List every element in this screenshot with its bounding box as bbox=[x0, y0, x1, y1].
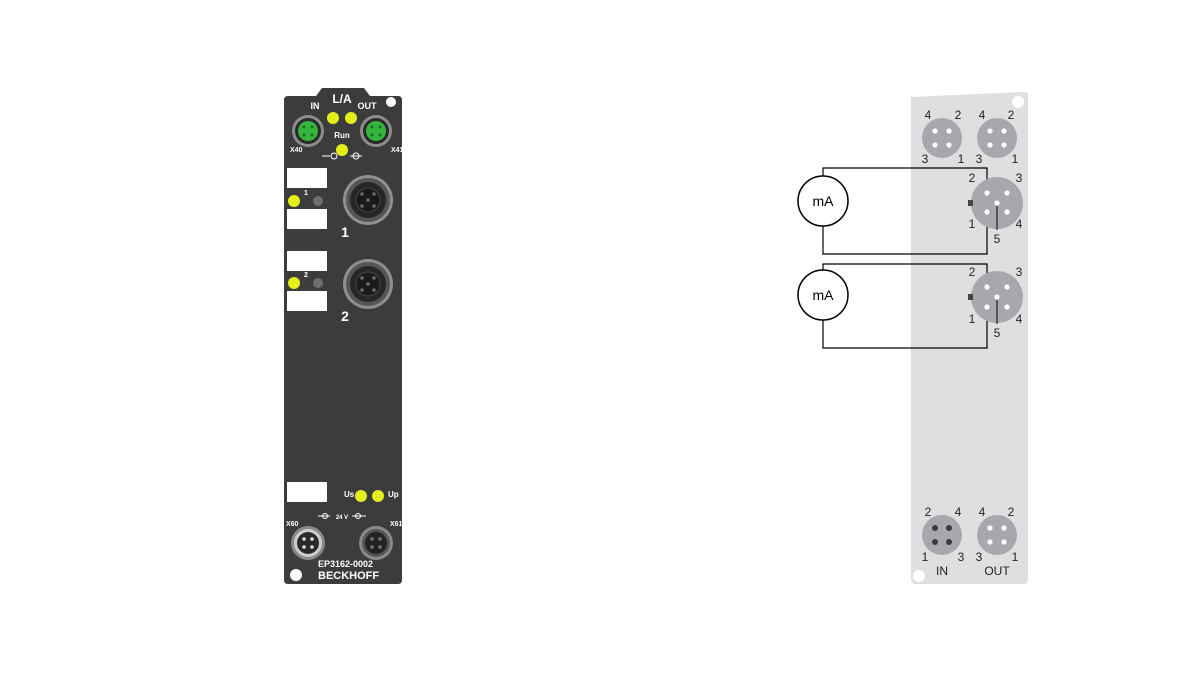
power-direction-arrows bbox=[318, 513, 366, 519]
svg-text:1: 1 bbox=[922, 550, 929, 564]
wiring-schematic: 4 2 3 1 4 2 3 1 mA bbox=[797, 92, 1028, 584]
ch2-number: 2 bbox=[341, 308, 349, 324]
ethercat-in-connector bbox=[292, 115, 324, 147]
ch2-led-off bbox=[313, 278, 323, 288]
ch1-led-off bbox=[313, 196, 323, 206]
x60-label: X60 bbox=[286, 521, 299, 528]
channel-1-wiring: mA 2 3 1 4 5 bbox=[797, 167, 1023, 255]
svg-text:4: 4 bbox=[1016, 217, 1023, 231]
svg-text:2: 2 bbox=[969, 265, 976, 279]
ch2-ammeter bbox=[797, 269, 849, 321]
device-module: L/A IN OUT Run X40 X41 bbox=[284, 88, 404, 584]
svg-text:4: 4 bbox=[1016, 312, 1023, 326]
us-led bbox=[355, 490, 367, 502]
power-out-label: OUT bbox=[984, 564, 1010, 578]
svg-text:3: 3 bbox=[922, 152, 929, 166]
svg-text:2: 2 bbox=[969, 171, 976, 185]
run-led bbox=[336, 144, 348, 156]
ethercat-out-pinout: 4 2 3 1 bbox=[976, 108, 1019, 166]
power-in-pinout: 2 4 1 3 IN bbox=[922, 505, 965, 578]
svg-text:3: 3 bbox=[976, 152, 983, 166]
svg-text:1: 1 bbox=[969, 312, 976, 326]
x40-label: X40 bbox=[290, 147, 303, 154]
la-led-out bbox=[345, 112, 357, 124]
x61-label: X61 bbox=[390, 521, 403, 528]
in-label: IN bbox=[311, 101, 320, 111]
model-label: EP3162-0002 bbox=[318, 559, 373, 569]
label-plate-2a bbox=[287, 251, 327, 271]
svg-text:2: 2 bbox=[1008, 108, 1015, 122]
la-label: L/A bbox=[332, 92, 352, 106]
bus-direction-arrows bbox=[322, 152, 362, 160]
svg-text:3: 3 bbox=[1016, 265, 1023, 279]
svg-text:2: 2 bbox=[925, 505, 932, 519]
ch1-ammeter bbox=[797, 175, 849, 227]
svg-text:4: 4 bbox=[979, 505, 986, 519]
up-led bbox=[372, 490, 384, 502]
panel-hole-bottom bbox=[913, 570, 925, 582]
power-out-connector bbox=[359, 526, 393, 560]
ch1-m12-connector bbox=[343, 175, 393, 225]
module-housing bbox=[284, 88, 402, 584]
power-out-pinout: 4 2 3 1 OUT bbox=[976, 505, 1019, 578]
svg-text:2: 2 bbox=[1008, 505, 1015, 519]
svg-text:1: 1 bbox=[1012, 550, 1019, 564]
power-in-connector bbox=[291, 526, 325, 560]
ch2-ammeter-label: mA bbox=[813, 287, 835, 303]
mounting-hole-top bbox=[386, 97, 396, 107]
us-label: Us bbox=[344, 490, 355, 499]
voltage-label: 24 V bbox=[336, 515, 348, 521]
label-plate-power bbox=[287, 482, 327, 502]
ch2-led-label: 2 bbox=[304, 272, 308, 279]
ch2-m12-connector bbox=[343, 259, 393, 309]
ethercat-in-pinout: 4 2 3 1 bbox=[922, 108, 965, 166]
mounting-hole-bottom bbox=[290, 569, 302, 581]
run-label: Run bbox=[334, 131, 350, 140]
svg-text:5: 5 bbox=[994, 326, 1001, 340]
label-plate-1b bbox=[287, 209, 327, 229]
power-in-label: IN bbox=[936, 564, 948, 578]
ch1-number: 1 bbox=[341, 224, 349, 240]
svg-text:1: 1 bbox=[969, 217, 976, 231]
ch1-led-label: 1 bbox=[304, 190, 308, 197]
svg-text:1: 1 bbox=[1012, 152, 1019, 166]
svg-text:3: 3 bbox=[1016, 171, 1023, 185]
svg-text:4: 4 bbox=[979, 108, 986, 122]
label-plate-1a bbox=[287, 168, 327, 188]
ch1-led bbox=[288, 195, 300, 207]
up-label: Up bbox=[388, 490, 399, 499]
svg-text:1: 1 bbox=[958, 152, 965, 166]
svg-text:4: 4 bbox=[925, 108, 932, 122]
channel-2-wiring: mA 2 3 1 4 5 bbox=[797, 263, 1023, 349]
svg-text:2: 2 bbox=[955, 108, 962, 122]
la-led-in bbox=[327, 112, 339, 124]
x41-label: X41 bbox=[391, 147, 404, 154]
svg-text:5: 5 bbox=[994, 232, 1001, 246]
out-label: OUT bbox=[358, 101, 378, 111]
svg-text:3: 3 bbox=[958, 550, 965, 564]
svg-text:3: 3 bbox=[976, 550, 983, 564]
label-plate-2b bbox=[287, 291, 327, 311]
ch1-ammeter-label: mA bbox=[813, 193, 835, 209]
panel-hole-top bbox=[1012, 96, 1024, 108]
ch2-led bbox=[288, 277, 300, 289]
svg-text:4: 4 bbox=[955, 505, 962, 519]
ethercat-out-connector bbox=[360, 115, 392, 147]
brand-logo: BECKHOFF bbox=[318, 570, 379, 582]
